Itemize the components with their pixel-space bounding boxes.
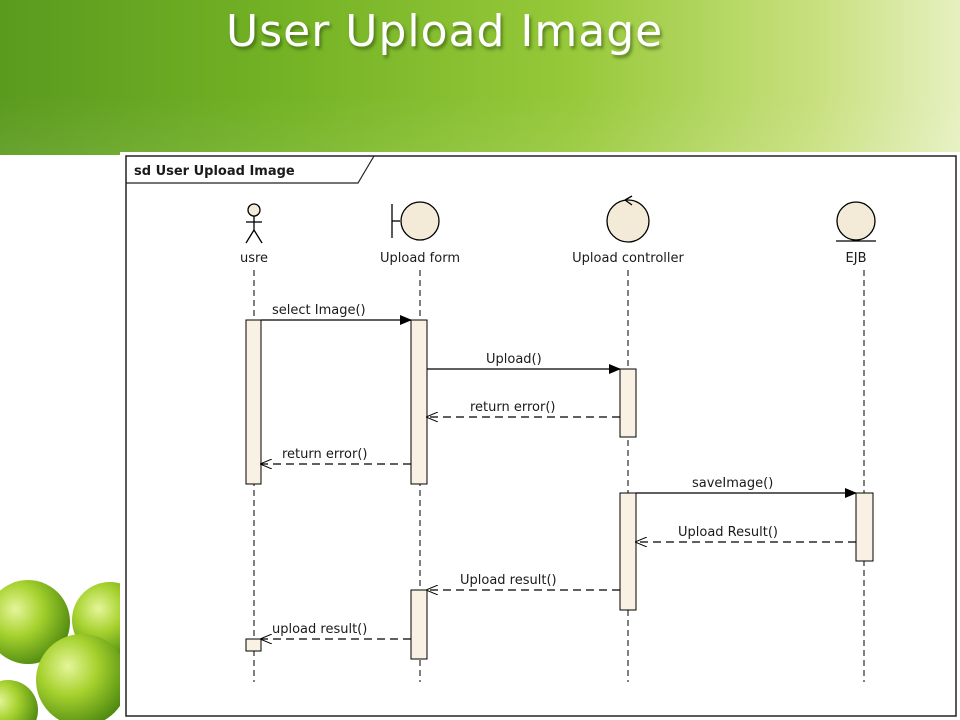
message-label-upload-result-form: upload result() bbox=[272, 622, 367, 637]
lifeline-label-form: Upload form bbox=[380, 251, 460, 266]
message-label-upload: Upload() bbox=[486, 352, 542, 367]
activation-controller-2 bbox=[619, 492, 637, 611]
sequence-diagram: sd User Upload Image usre Upload form Up… bbox=[125, 155, 957, 717]
frame-tab bbox=[126, 155, 375, 184]
message-label-save-image: saveImage() bbox=[692, 476, 773, 491]
actor-icon bbox=[245, 203, 263, 244]
entity-icon bbox=[836, 201, 876, 242]
frame-label: sd User Upload Image bbox=[134, 164, 295, 179]
activation-form-2 bbox=[410, 589, 428, 660]
control-icon bbox=[606, 195, 650, 243]
green-apples-decoration bbox=[0, 580, 140, 720]
lifeline-label-ejb: EJB bbox=[846, 251, 867, 266]
activation-user-1 bbox=[245, 319, 262, 485]
slide-header bbox=[0, 0, 960, 155]
activation-ejb-1 bbox=[855, 492, 874, 562]
diagram-frame bbox=[125, 155, 957, 717]
sequence-diagram-panel: sd User Upload Image usre Upload form Up… bbox=[120, 152, 960, 720]
message-label-return-error-1: return error() bbox=[470, 400, 556, 415]
message-label-upload-result-ejb: Upload Result() bbox=[678, 525, 778, 540]
activation-controller-1 bbox=[619, 368, 637, 438]
message-label-upload-result-ctrl: Upload result() bbox=[460, 573, 557, 588]
message-label-select-image: select Image() bbox=[272, 303, 366, 318]
message-label-return-error-2: return error() bbox=[282, 447, 368, 462]
slide-title: User Upload Image bbox=[226, 6, 664, 57]
boundary-icon bbox=[391, 201, 440, 241]
activation-user-2 bbox=[245, 638, 262, 652]
activation-form-1 bbox=[410, 319, 428, 485]
lifeline-label-controller: Upload controller bbox=[572, 251, 684, 266]
lifeline-label-user: usre bbox=[240, 251, 268, 266]
